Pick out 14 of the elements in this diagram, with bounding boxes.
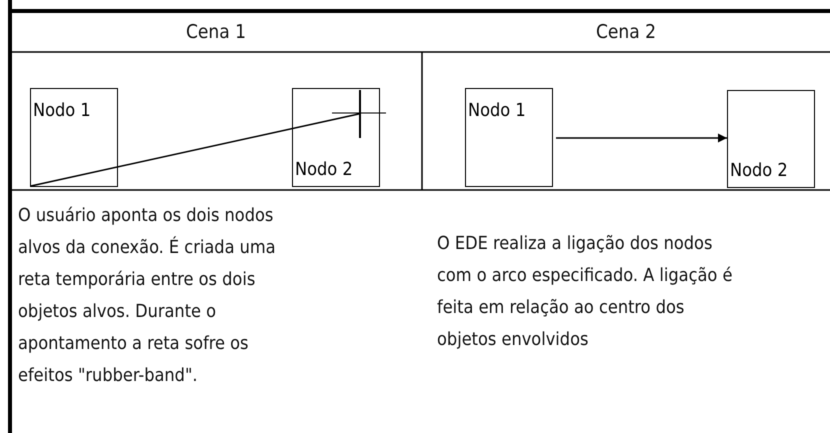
node-label: Nodo 2 bbox=[295, 160, 353, 180]
node-box bbox=[30, 88, 118, 187]
description-text: O usuário aponta os dois nodos alvos da conexão. É criada uma reta temporária entre os dois objetos alvos. Durante o apontamento a reta sofre os efeitos "rubber-band". bbox=[18, 204, 277, 388]
node-box bbox=[292, 88, 380, 187]
node-box bbox=[465, 88, 553, 187]
arrow bbox=[556, 134, 727, 142]
column-header: Cena 1 bbox=[186, 20, 246, 45]
node-label: Nodo 2 bbox=[730, 161, 788, 181]
node-box bbox=[727, 90, 815, 188]
node-label: Nodo 1 bbox=[468, 101, 526, 121]
connector-line bbox=[30, 113, 360, 187]
description-text: O EDE realiza a ligação dos nodos com o arco especificado. A ligação é feita em relação ao centro dos objetos envolvidos bbox=[437, 232, 734, 352]
column-header: Cena 2 bbox=[596, 20, 656, 45]
node-label: Nodo 1 bbox=[33, 101, 91, 121]
